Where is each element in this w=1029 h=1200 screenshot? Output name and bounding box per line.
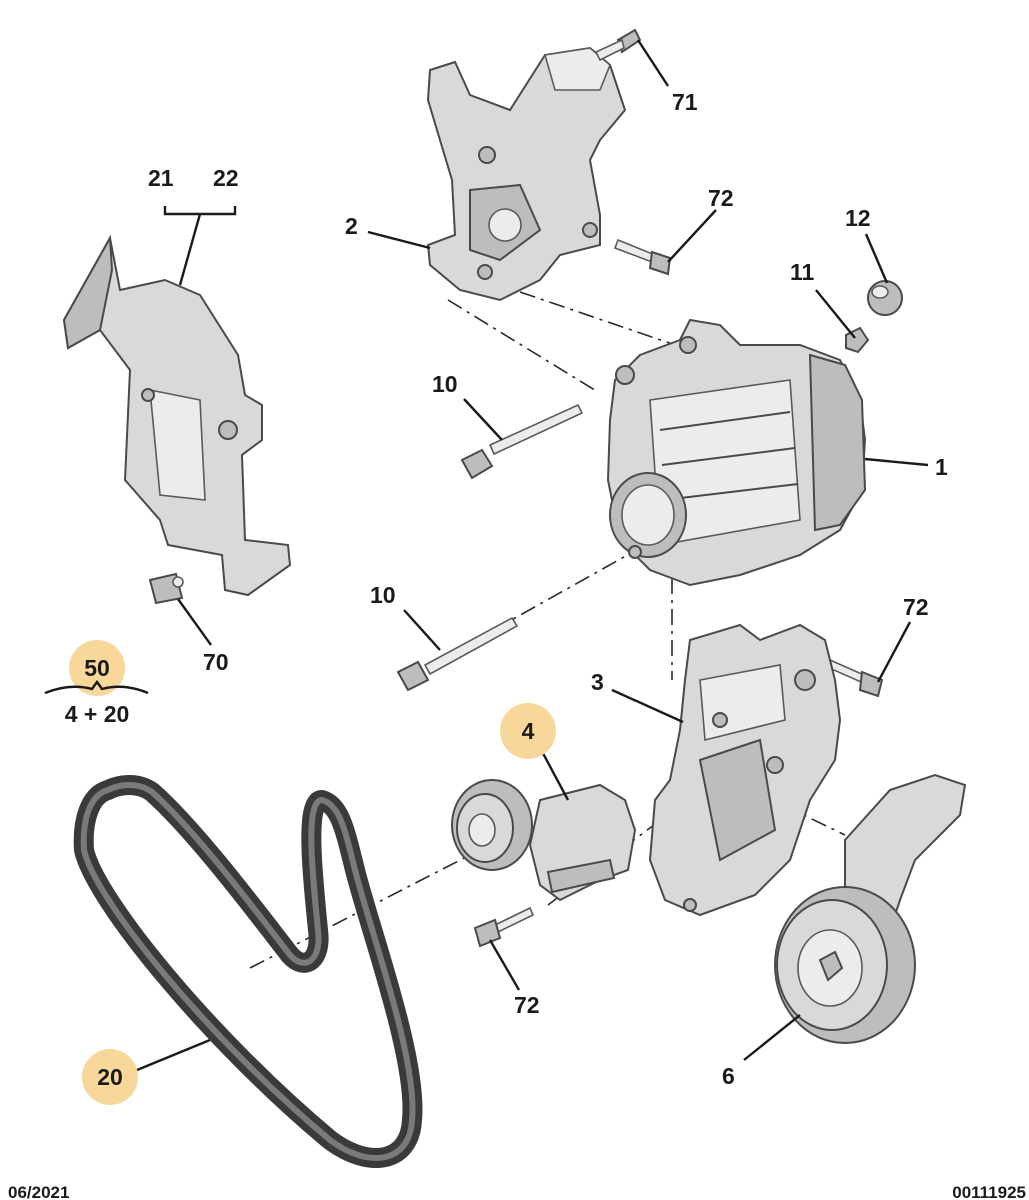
callout-21: 21: [148, 165, 174, 191]
bolt-10-lower: [396, 616, 519, 692]
callout-72-top: 72: [708, 185, 734, 211]
highlight-4: [500, 703, 556, 759]
kit-formula: 4 + 20: [65, 701, 130, 727]
clip-nut-70: [148, 572, 184, 605]
tensioner-4: [451, 779, 637, 902]
pulley-6: [774, 773, 967, 1044]
callout-12: 12: [845, 205, 871, 231]
callout-50: 50: [84, 655, 110, 681]
bolt-72-lower: [473, 906, 535, 948]
callout-3: 3: [591, 669, 604, 695]
bolt-71: [594, 28, 642, 62]
callout-labels: 71 72 2 12 11 21 22 10 1 10 72 3 70 50 4…: [65, 89, 948, 1090]
bolt-10-upper: [460, 403, 584, 480]
lower-bracket-3: [648, 623, 842, 917]
callout-1: 1: [935, 454, 948, 480]
callout-11: 11: [790, 259, 815, 285]
footer-ref: 00111925: [952, 1183, 1026, 1200]
highlight-20: [82, 1049, 138, 1105]
alternator-1: [606, 318, 867, 587]
highlight-50: [69, 640, 125, 696]
callout-70: 70: [203, 649, 229, 675]
footer-date: 06/2021: [8, 1183, 69, 1200]
callout-10-top: 10: [432, 371, 458, 397]
kit-brace: [44, 679, 149, 695]
callout-72-right: 72: [903, 594, 929, 620]
callout-10-bottom: 10: [370, 582, 396, 608]
upper-bracket-2: [426, 46, 627, 302]
callout-22: 22: [213, 165, 239, 191]
belt-20: [73, 775, 423, 1168]
belt-guard-shield: [62, 234, 292, 597]
callout-72-bottom: 72: [514, 992, 540, 1018]
callout-6: 6: [722, 1063, 735, 1089]
bolt-72-upper: [613, 238, 672, 276]
cap-12: [867, 280, 903, 316]
callout-71: 71: [672, 89, 698, 115]
callout-20: 20: [97, 1064, 123, 1090]
callout-4: 4: [522, 718, 535, 744]
callout-2: 2: [345, 213, 358, 239]
